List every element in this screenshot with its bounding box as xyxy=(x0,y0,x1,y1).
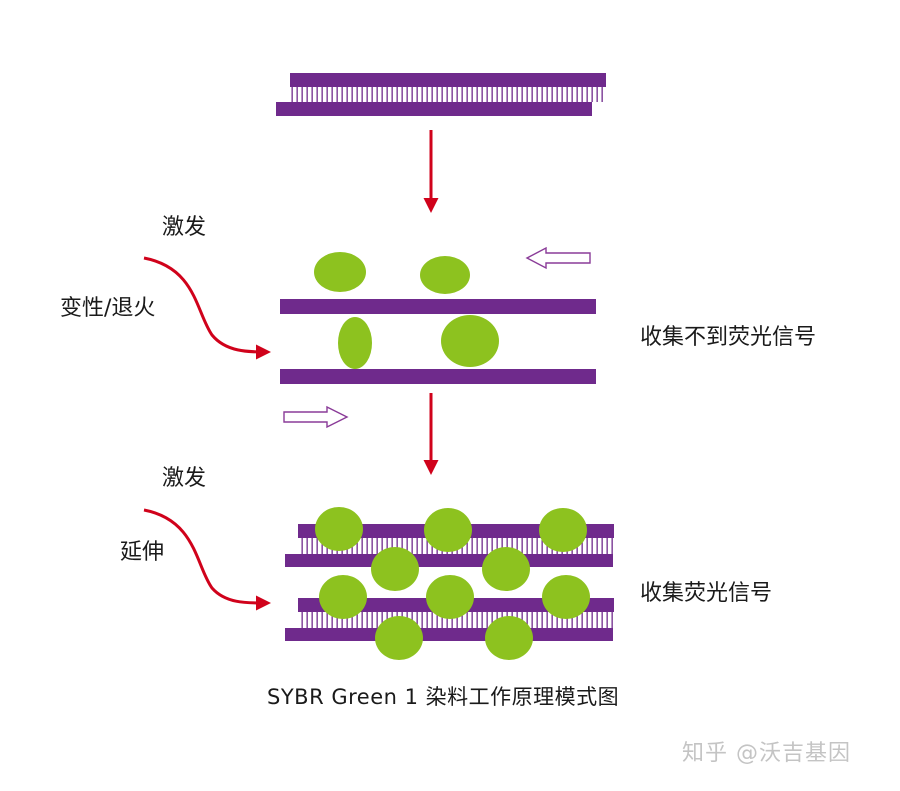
free-dye-molecules xyxy=(314,252,499,369)
dna-strand xyxy=(285,628,613,641)
diagram-caption: SYBR Green 1 染料工作原理模式图 xyxy=(267,685,620,709)
excite-label: 激发 xyxy=(162,215,207,240)
dna-strand-bottom xyxy=(276,102,592,116)
extension-label: 延伸 xyxy=(120,540,165,565)
dye-molecule xyxy=(542,575,590,619)
single-strand-bottom xyxy=(280,369,596,384)
double-strand-dna xyxy=(276,73,606,116)
single-strand-top xyxy=(280,299,596,314)
dye-molecule xyxy=(314,252,366,292)
dye-molecule xyxy=(315,507,363,551)
dye-molecule xyxy=(420,256,470,294)
extension-arrow xyxy=(143,508,271,611)
denatured-strands xyxy=(280,299,596,384)
dye-molecule xyxy=(338,317,372,369)
base-pair-rungs xyxy=(290,87,606,102)
dye-molecule xyxy=(482,547,530,591)
dye-molecule xyxy=(485,616,533,660)
denature-anneal-label: 变性/退火 xyxy=(60,296,156,321)
strand-direction-arrow-left xyxy=(525,246,591,270)
dye-molecule xyxy=(319,575,367,619)
no-signal-label: 收集不到荧光信号 xyxy=(640,325,817,350)
watermark: 知乎 @沃吉基因 xyxy=(682,741,851,766)
base-pair-rungs xyxy=(298,612,614,628)
denature-anneal-arrow xyxy=(143,256,271,360)
dye-molecule xyxy=(371,547,419,591)
dye-molecule xyxy=(441,315,499,367)
dye-molecule xyxy=(375,616,423,660)
strand-direction-arrow-right xyxy=(283,405,349,429)
dye-molecule xyxy=(424,508,472,552)
collect-signal-label: 收集荧光信号 xyxy=(640,581,773,606)
dye-molecule xyxy=(426,575,474,619)
dye-molecule xyxy=(539,508,587,552)
excite-label: 激发 xyxy=(162,466,207,491)
dna-strand-top xyxy=(290,73,606,87)
bound-dye-molecules xyxy=(315,507,590,660)
dna-strand xyxy=(285,554,613,567)
